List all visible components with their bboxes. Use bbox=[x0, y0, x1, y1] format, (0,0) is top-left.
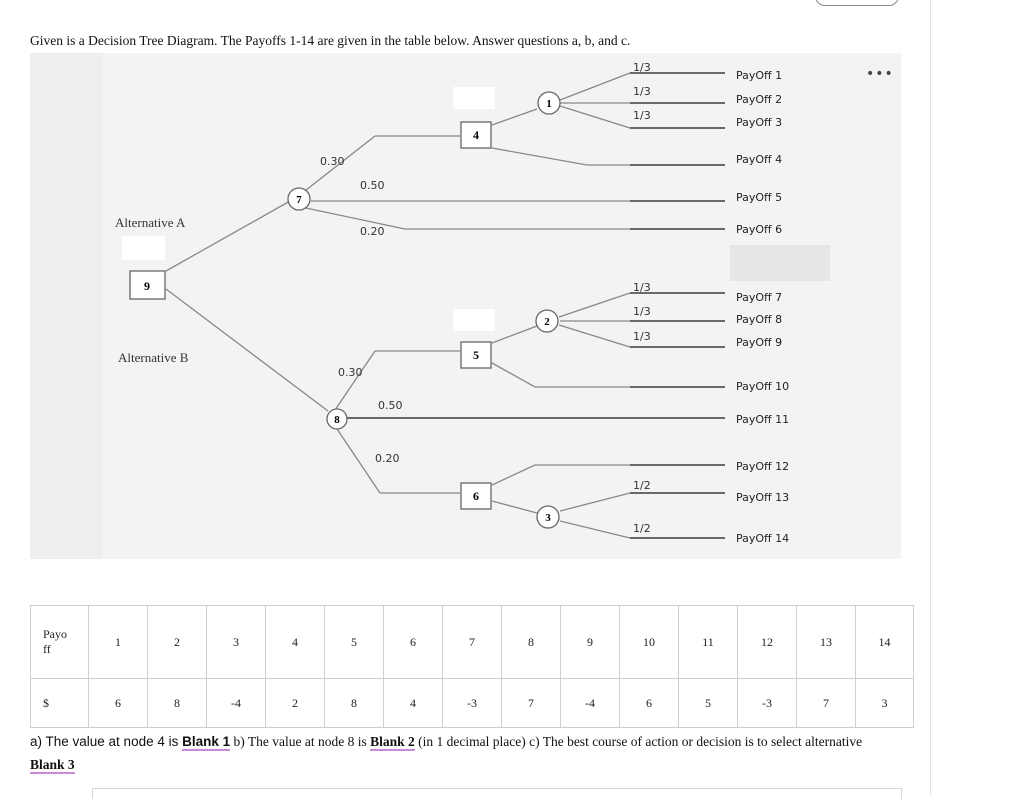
payoff-label: PayOff 3 bbox=[736, 116, 782, 129]
payoff-number-cell: 2 bbox=[147, 605, 207, 679]
decision-node-9: 9 bbox=[129, 270, 166, 300]
payoff-label: PayOff 10 bbox=[736, 380, 789, 393]
svg-text:5: 5 bbox=[473, 348, 479, 362]
alternative-b-label: Alternative B bbox=[118, 350, 189, 365]
decision-node-6: 6 bbox=[460, 482, 492, 510]
payoff-label: PayOff 6 bbox=[736, 223, 782, 236]
payoff-value-cell: 4 bbox=[383, 678, 443, 728]
payoff-number-cell: 10 bbox=[619, 605, 679, 679]
payoff-number-cell: 13 bbox=[796, 605, 856, 679]
chance-node-1: 1 bbox=[537, 91, 561, 115]
svg-text:3: 3 bbox=[545, 512, 551, 524]
payoff-value-cell: 2 bbox=[265, 678, 325, 728]
payoff-value-cell: 8 bbox=[147, 678, 207, 728]
payoff-value-cell: -4 bbox=[560, 678, 620, 728]
payoff-number-cell: 9 bbox=[560, 605, 620, 679]
svg-text:9: 9 bbox=[144, 279, 150, 293]
dollar-header-cell: $ bbox=[30, 678, 89, 728]
prob-2c: 1/3 bbox=[633, 330, 651, 343]
payoff-value-cell: -3 bbox=[442, 678, 502, 728]
prob-1b: 1/3 bbox=[633, 85, 651, 98]
prob-8-mid: 0.50 bbox=[378, 399, 403, 412]
payoff-number-cell: 1 bbox=[88, 605, 148, 679]
payoff-label: PayOff 14 bbox=[736, 532, 789, 545]
payoff-number-cell: 12 bbox=[737, 605, 797, 679]
payoff-number-cell: 4 bbox=[265, 605, 325, 679]
bottom-answer-box[interactable] bbox=[92, 788, 902, 799]
payoff-value-cell: 7 bbox=[796, 678, 856, 728]
blank-1[interactable]: Blank 1 bbox=[182, 734, 231, 751]
payoff-label: PayOff 4 bbox=[736, 153, 782, 166]
prob-8-bot: 0.20 bbox=[375, 452, 400, 465]
payoff-number-cell: 8 bbox=[501, 605, 561, 679]
decision-tree-diagram: 9 4 5 6 7 8 1 2 bbox=[30, 53, 901, 559]
payoff-number-cell: 6 bbox=[383, 605, 443, 679]
payoff-number-cell: 14 bbox=[855, 605, 914, 679]
svg-text:1: 1 bbox=[546, 98, 552, 110]
chance-node-7: 7 bbox=[287, 187, 311, 211]
page-right-divider bbox=[930, 0, 931, 795]
payoff-number-cell: 3 bbox=[206, 605, 266, 679]
payoff-label: PayOff 12 bbox=[736, 460, 789, 473]
prob-2b: 1/3 bbox=[633, 305, 651, 318]
payoff-label: PayOff 1 bbox=[736, 69, 782, 82]
payoff-value-cell: 3 bbox=[855, 678, 914, 728]
payoff-value-cell: -4 bbox=[206, 678, 266, 728]
more-options-icon[interactable]: ••• bbox=[866, 66, 894, 82]
question-intro: Given is a Decision Tree Diagram. The Pa… bbox=[30, 33, 631, 48]
decision-node-5: 5 bbox=[460, 341, 492, 369]
prob-1c: 1/3 bbox=[633, 109, 651, 122]
payoff-value-cell: 7 bbox=[501, 678, 561, 728]
prob-7-mid: 0.50 bbox=[360, 179, 385, 192]
decision-node-4: 4 bbox=[460, 121, 492, 149]
svg-text:2: 2 bbox=[544, 316, 550, 328]
svg-text:7: 7 bbox=[296, 194, 302, 206]
svg-text:6: 6 bbox=[473, 489, 479, 503]
payoff-label: PayOff 7 bbox=[736, 291, 782, 304]
payoff-number-cell: 7 bbox=[442, 605, 502, 679]
svg-text:4: 4 bbox=[473, 128, 479, 142]
payoff-value-cell: 6 bbox=[619, 678, 679, 728]
payoff-label: PayOff 11 bbox=[736, 413, 789, 426]
alternative-a-label: Alternative A bbox=[115, 215, 186, 230]
prob-8-top: 0.30 bbox=[338, 366, 363, 379]
chance-node-3: 3 bbox=[536, 505, 560, 529]
payoff-value-cell: 5 bbox=[678, 678, 738, 728]
prob-7-top: 0.30 bbox=[320, 155, 345, 168]
prob-3b: 1/2 bbox=[633, 522, 651, 535]
payoff-number-cell: 5 bbox=[324, 605, 384, 679]
answer-c-text: (in 1 decimal place) c) The best course … bbox=[414, 734, 863, 749]
payoff-label: PayOff 2 bbox=[736, 93, 782, 106]
prob-2a: 1/3 bbox=[633, 281, 651, 294]
prob-3a: 1/2 bbox=[633, 479, 651, 492]
prob-7-bot: 0.20 bbox=[360, 225, 385, 238]
decision-tree-svg: 9 4 5 6 7 8 1 2 bbox=[102, 53, 901, 559]
chance-node-8: 8 bbox=[326, 408, 348, 430]
payoff-number-cell: 11 bbox=[678, 605, 738, 679]
svg-text:8: 8 bbox=[334, 414, 340, 426]
answer-a-text: a) The value at node 4 is bbox=[30, 734, 183, 749]
chance-node-2: 2 bbox=[535, 309, 559, 333]
payoff-label: PayOff 8 bbox=[736, 313, 782, 326]
blank-3[interactable]: Blank 3 bbox=[30, 757, 75, 774]
blank-2[interactable]: Blank 2 bbox=[370, 734, 415, 751]
payoff-label: PayOff 9 bbox=[736, 336, 782, 349]
top-pill-button[interactable] bbox=[815, 0, 899, 6]
payoff-label: PayOff 5 bbox=[736, 191, 782, 204]
payoff-value-cell: -3 bbox=[737, 678, 797, 728]
prob-1a: 1/3 bbox=[633, 61, 651, 74]
answer-text: a) The value at node 4 is Blank 1 b) The… bbox=[30, 730, 870, 776]
payoff-value-cell: 6 bbox=[88, 678, 148, 728]
answer-b-text: b) The value at node 8 is bbox=[230, 734, 371, 749]
payoff-value-cell: 8 bbox=[324, 678, 384, 728]
payoff-label: PayOff 13 bbox=[736, 491, 789, 504]
